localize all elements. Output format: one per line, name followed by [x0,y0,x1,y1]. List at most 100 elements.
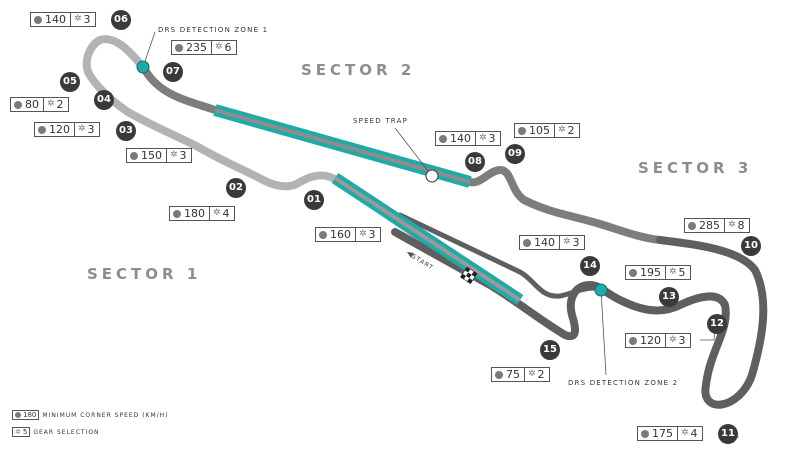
speed-trap-leader [394,127,433,177]
corner-02-speed: 180 [184,207,205,220]
speed-icon [15,412,21,418]
gear-icon: ✲ [669,267,677,277]
corner-09-gear: 2 [567,124,575,137]
track-pit-lane [397,212,598,299]
speed-icon [629,268,637,277]
speed-icon [34,15,42,24]
speed-icon [173,209,181,218]
track-sector-2 [141,66,664,244]
corner-08-gear: 3 [488,132,496,145]
gear-icon: ✲ [563,237,571,247]
corner-02-badge: 02 [226,178,246,198]
corner-05-gear: 2 [56,98,64,111]
corner-09-info: 105 ✲2 [514,123,580,138]
drs1-detection-point [136,60,150,74]
corner-07-badge: 07 [163,62,183,82]
speed-icon [38,125,46,134]
gear-icon: ✲ [479,133,487,143]
gear-icon: ✲ [78,124,86,134]
start-arrow [407,252,414,258]
gear-icon: ✲ [669,335,677,345]
corner-14-speed: 140 [534,236,555,249]
corner-03-speed: 150 [141,149,162,162]
speed-icon [641,429,649,438]
corner-07-info: 235 ✲6 [171,40,237,55]
speed-trap-label: SPEED TRAP [353,117,408,125]
corner-10-badge: 10 [741,236,761,256]
legend-speed-text: MINIMUM CORNER SPEED (KM/H) [42,411,169,419]
sector-2-label: SECTOR 2 [301,61,416,79]
drs-zone-main-straight-inner [333,176,522,302]
corner-15-info: 75 ✲2 [491,367,550,382]
corner-12-badge: 12 [707,314,727,334]
legend-gear-text: GEAR SELECTION [33,428,100,436]
drs2-leader [600,289,607,376]
corner-03-badge: 03 [116,121,136,141]
gear-icon: ✲ [74,14,82,24]
speed-icon [629,336,637,345]
speed-icon [319,230,327,239]
corner-03-gear: 3 [179,149,187,162]
speed-icon [175,43,183,52]
corner-13-badge: 13 [659,287,679,307]
gear-icon: ✲ [681,428,689,438]
legend-speed-box: 180 [12,410,40,420]
corner-14-gear: 3 [572,236,580,249]
corner-13-speed: 195 [640,266,661,279]
speed-icon [495,370,503,379]
corner-02-gear: 4 [222,207,230,220]
legend-speed-value: 180 [23,411,37,419]
corner-08-speed: 140 [450,132,471,145]
corner-03-info: 150 ✲3 [126,148,192,163]
gear-icon: ✲ [215,42,223,52]
speed-icon [518,126,526,135]
corner-11-badge: 11 [718,424,738,444]
corner-15-gear: 2 [537,368,545,381]
corner-07-gear: 6 [224,41,232,54]
corner-04-info: 120 ✲3 [34,122,100,137]
corner-11-speed: 175 [652,427,673,440]
drs2-detection-point [594,283,608,297]
corner-14-info: 140 ✲3 [519,235,585,250]
corner-11-gear: 4 [690,427,698,440]
gear-icon: ✲ [213,208,221,218]
corner-10-gear: 8 [737,219,745,232]
gear-icon: ✲ [528,369,536,379]
gear-icon: ✲ [170,150,178,160]
drs-zone-1-label: DRS DETECTION ZONE 1 [158,26,269,34]
legend-speed: 180 MINIMUM CORNER SPEED (KM/H) [12,410,169,420]
drs-zone-2-label: DRS DETECTION ZONE 2 [568,379,679,387]
corner-10-info: 285 ✲8 [684,218,750,233]
corner-05-info: 80 ✲2 [10,97,69,112]
speed-icon [688,221,696,230]
corner-13-gear: 5 [678,266,686,279]
speed-icon [439,134,447,143]
corner-01-speed: 160 [330,228,351,241]
gear-icon: ✲ [359,229,367,239]
legend-gear-value: 5 [22,428,28,436]
corner-05-speed: 80 [25,98,39,111]
corner-05-badge: 05 [60,72,80,92]
corner-08-badge: 08 [465,152,485,172]
sector-3-label: SECTOR 3 [638,159,753,177]
gear-icon: ✲ [728,220,736,230]
corner-12-speed: 120 [640,334,661,347]
legend-gear: ✲5 GEAR SELECTION [12,427,100,437]
corner-04-speed: 120 [49,123,70,136]
speed-icon [523,238,531,247]
speed-icon [130,151,138,160]
corner-15-speed: 75 [506,368,520,381]
gear-icon: ✲ [47,99,55,109]
corner-13-info: 195 ✲5 [625,265,691,280]
corner-15-badge: 15 [540,340,560,360]
corner-09-speed: 105 [529,124,550,137]
corner-09-badge: 09 [505,144,525,164]
sector-1-label: SECTOR 1 [87,265,202,283]
corner-01-badge: 01 [304,190,324,210]
gear-icon: ✲ [558,125,566,135]
corner-02-info: 180 ✲4 [169,206,235,221]
start-finish-flag [460,266,478,285]
corner-08-info: 140 ✲3 [435,131,501,146]
speed-trap-marker [425,169,439,183]
corner-01-info: 160 ✲3 [315,227,381,242]
